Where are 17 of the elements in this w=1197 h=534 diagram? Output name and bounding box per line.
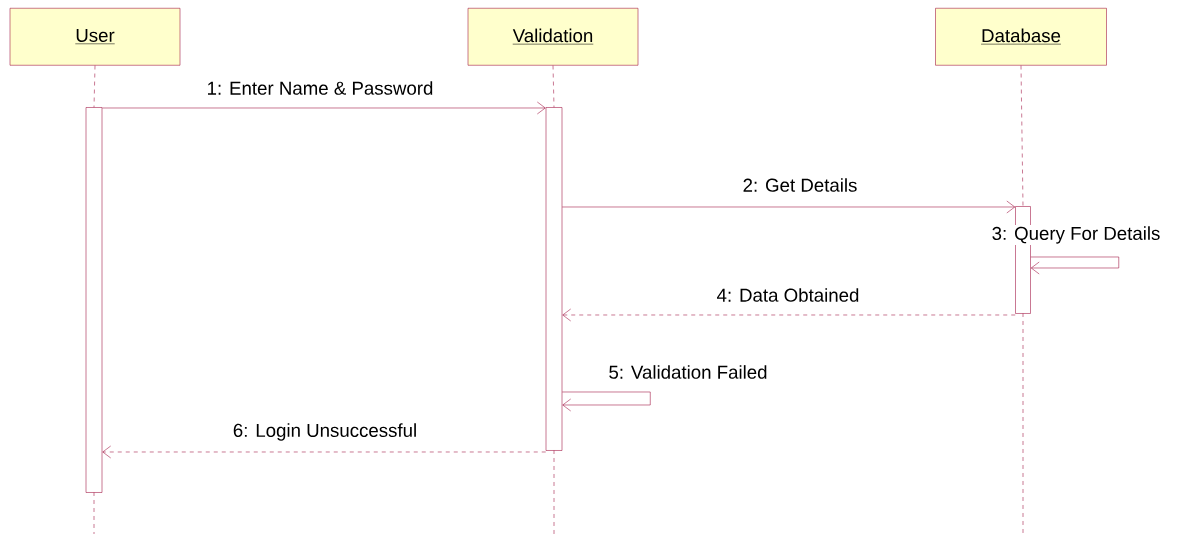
message-arrow — [102, 101, 546, 115]
message-label: 2: Get Details — [741, 176, 859, 194]
actor-box: Database — [935, 8, 1107, 66]
message-label: 6: Login Unsuccessful — [231, 421, 419, 442]
actor-box: User — [9, 8, 181, 66]
message-arrow — [562, 200, 1016, 214]
message-label: 5: Validation Failed — [607, 363, 769, 381]
lifeline — [1020, 65, 1024, 207]
message-arrow — [102, 445, 546, 459]
message-label: 4: Data Obtained — [715, 286, 861, 304]
message-arrow — [562, 308, 1016, 322]
message-label: 1: Enter Name & Password — [205, 79, 435, 97]
activation-bar — [85, 107, 103, 493]
self-message-arrow — [1030, 256, 1120, 275]
activation-bar — [545, 107, 563, 451]
self-message-arrow — [562, 391, 651, 412]
actor-box: Validation — [467, 8, 639, 66]
